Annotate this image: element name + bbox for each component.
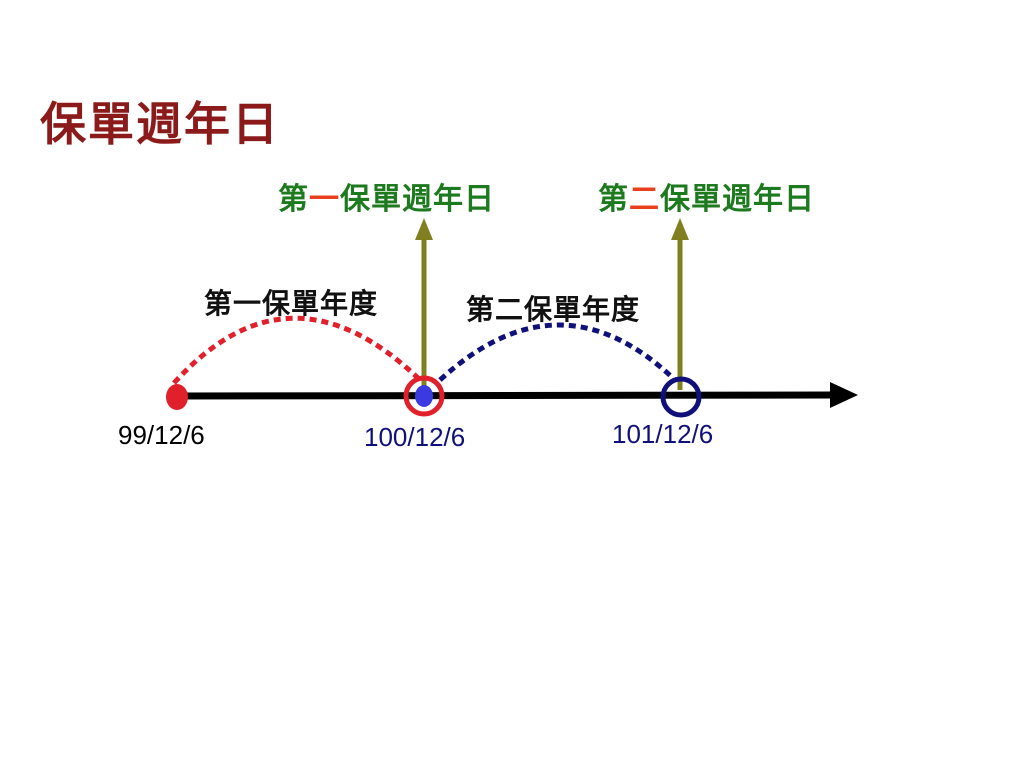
- second-anniversary-label: 第二保單週年日: [598, 174, 815, 218]
- start-date-marker: [166, 384, 188, 410]
- second-anniversary-number: 二: [629, 182, 660, 217]
- first-anniversary-number: 一: [309, 182, 340, 217]
- first-anniversary-prefix: 第: [278, 182, 309, 217]
- first-anniversary-dot: [415, 385, 433, 407]
- first-anniversary-arrowhead: [415, 218, 433, 240]
- second-anniversary-date-label: 101/12/6: [612, 419, 714, 449]
- timeline-arrowhead: [830, 382, 858, 408]
- first-anniversary-suffix: 保單週年日: [340, 182, 495, 217]
- first-policy-year-label: 第一保單年度: [204, 287, 379, 320]
- slide-title: 保單週年日: [40, 97, 280, 151]
- second-anniversary-prefix: 第: [598, 182, 629, 217]
- second-anniversary-ring: [660, 376, 702, 418]
- start-date-label: 99/12/6: [118, 420, 205, 450]
- second-policy-year-label: 第二保單年度: [466, 293, 641, 326]
- second-anniversary-suffix: 保單週年日: [660, 182, 815, 217]
- second-policy-year-arc: [438, 322, 677, 382]
- first-anniversary-ring: [403, 375, 445, 417]
- first-policy-year-arc: [172, 315, 422, 385]
- first-anniversary-date-label: 100/12/6: [364, 422, 466, 452]
- second-anniversary-arrowhead: [671, 218, 689, 240]
- first-anniversary-label: 第一保單週年日: [278, 174, 495, 218]
- timeline-line: [177, 391, 837, 400]
